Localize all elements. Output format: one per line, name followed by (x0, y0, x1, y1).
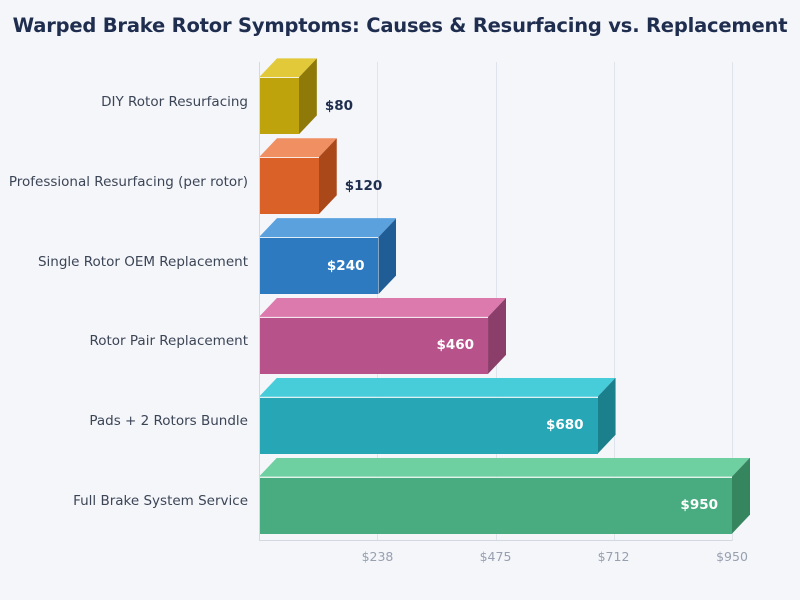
gridline (613, 62, 615, 541)
bar-3d[interactable] (259, 218, 397, 295)
x-axis-tick-label: $238 (361, 549, 394, 564)
bar-3d[interactable] (259, 138, 337, 215)
y-axis-tick-label: Professional Resurfacing (per rotor) (8, 173, 248, 190)
y-axis-tick-label: Full Brake System Service (73, 493, 248, 510)
bar-top-face (259, 457, 750, 477)
y-axis-tick-label: Pads + 2 Rotors Bundle (89, 413, 248, 430)
bar-front-face (259, 157, 319, 215)
plot-area: $80 $120 $240 $460 $680 $950 (259, 58, 750, 541)
bar-3d[interactable] (259, 457, 750, 534)
x-axis-tick-label: $712 (597, 549, 630, 564)
bar-top-face (259, 218, 397, 238)
chart-title: Warped Brake Rotor Symptoms: Causes & Re… (12, 14, 788, 37)
bar-front-face (259, 476, 732, 534)
bar-3d[interactable] (259, 297, 507, 374)
bar-front-face (259, 316, 489, 374)
bar-3d[interactable] (259, 377, 616, 454)
bar-side-face (488, 297, 507, 374)
y-axis-tick-label: Rotor Pair Replacement (89, 333, 248, 350)
bar-side-face (298, 58, 317, 135)
bar-value-label: $950 (680, 497, 718, 514)
x-axis-tick-label: $475 (479, 549, 512, 564)
bar-front-face (259, 396, 598, 454)
bar-value-label: $120 (344, 177, 383, 194)
bar-side-face (318, 138, 337, 215)
bar-front-face (259, 77, 299, 135)
bar-top-face (259, 377, 616, 397)
bar-value-label: $80 (324, 97, 354, 114)
x-axis-tick-label: $950 (716, 549, 748, 564)
bar-front-face (259, 237, 379, 295)
y-axis-tick-label: Single Rotor OEM Replacement (37, 253, 248, 270)
bar-value-label: $460 (436, 337, 475, 354)
bar-value-label: $680 (545, 417, 584, 434)
bar-3d[interactable] (259, 58, 317, 135)
bar-side-face (732, 457, 750, 534)
bar-top-face (259, 138, 337, 158)
y-axis-tick-label: DIY Rotor Resurfacing (101, 93, 248, 110)
bar-side-face (378, 218, 397, 295)
bar-top-face (259, 297, 507, 317)
bar-top-face (259, 58, 317, 78)
bar-value-label: $240 (326, 257, 365, 274)
gridline (732, 62, 733, 541)
bar-side-face (597, 377, 616, 454)
